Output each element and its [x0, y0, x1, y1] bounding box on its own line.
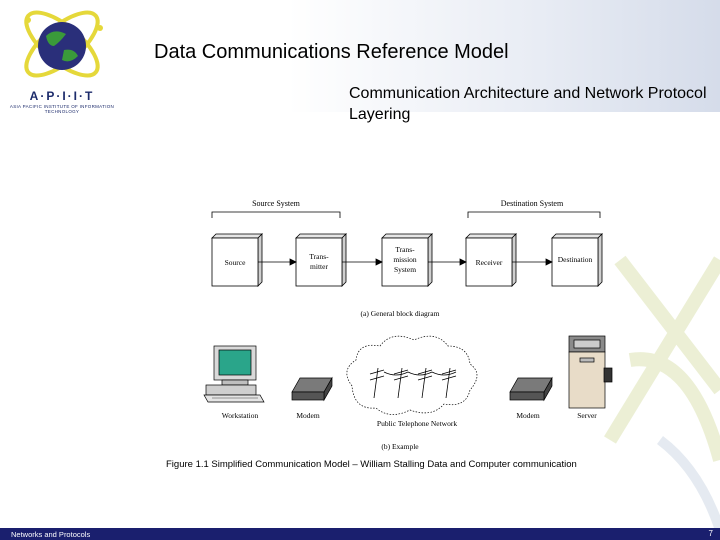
transmitter-block	[295, 233, 347, 287]
network-label: Public Telephone Network	[377, 419, 457, 428]
figure-caption: Figure 1.1 Simplified Communication Mode…	[166, 459, 577, 470]
logo-subline: ASIA PACIFIC INSTITUTE OF INFORMATION TE…	[9, 104, 115, 114]
server-label: Server	[577, 411, 597, 420]
network-cloud	[346, 335, 478, 415]
footer-course-title: Networks and Protocols	[11, 530, 91, 539]
workstation-label: Workstation	[222, 411, 259, 420]
source-block	[211, 233, 263, 287]
destination-label: Destination	[558, 255, 593, 264]
header-band	[0, 0, 720, 112]
transmission-label-3: System	[394, 265, 416, 274]
destination-system-label: Destination System	[501, 199, 564, 208]
source-label: Source	[225, 258, 246, 267]
modem-right-icon	[509, 376, 553, 402]
receiver-block	[465, 233, 517, 287]
flow-arrows	[258, 258, 553, 266]
background-watermark	[604, 255, 720, 530]
telephone-poles	[369, 367, 457, 399]
source-system-bracket	[211, 211, 341, 218]
transmission-label-2: mission	[393, 255, 417, 264]
modem-left-label: Modem	[296, 411, 319, 420]
destination-system-bracket	[467, 211, 601, 218]
transmitter-label-1: Trans-	[309, 252, 329, 261]
source-system-label: Source System	[252, 199, 301, 208]
slide-subtitle: Communication Architecture and Network P…	[349, 85, 707, 123]
server-icon	[568, 335, 613, 409]
transmission-label-1: Trans-	[395, 245, 415, 254]
modem-right-label: Modem	[516, 411, 539, 420]
transmission-system-block	[381, 233, 433, 287]
apiit-logo	[24, 10, 103, 78]
general-block-diagram-label: (a) General block diagram	[361, 309, 440, 318]
receiver-label: Receiver	[476, 258, 503, 267]
example-label: (b) Example	[381, 442, 419, 451]
transmitter-label-2: mitter	[310, 262, 328, 271]
communication-model-figure: Source System Destination System	[203, 199, 613, 451]
page-number: 7	[708, 529, 713, 538]
footer-bar: Networks and Protocols 7	[0, 528, 720, 540]
logo-name: A·P·I·I·T	[29, 89, 95, 103]
slide-title: Data Communications Reference Model	[154, 41, 509, 63]
destination-block	[551, 233, 603, 287]
workstation-icon	[203, 345, 265, 403]
modem-left-icon	[291, 376, 333, 402]
